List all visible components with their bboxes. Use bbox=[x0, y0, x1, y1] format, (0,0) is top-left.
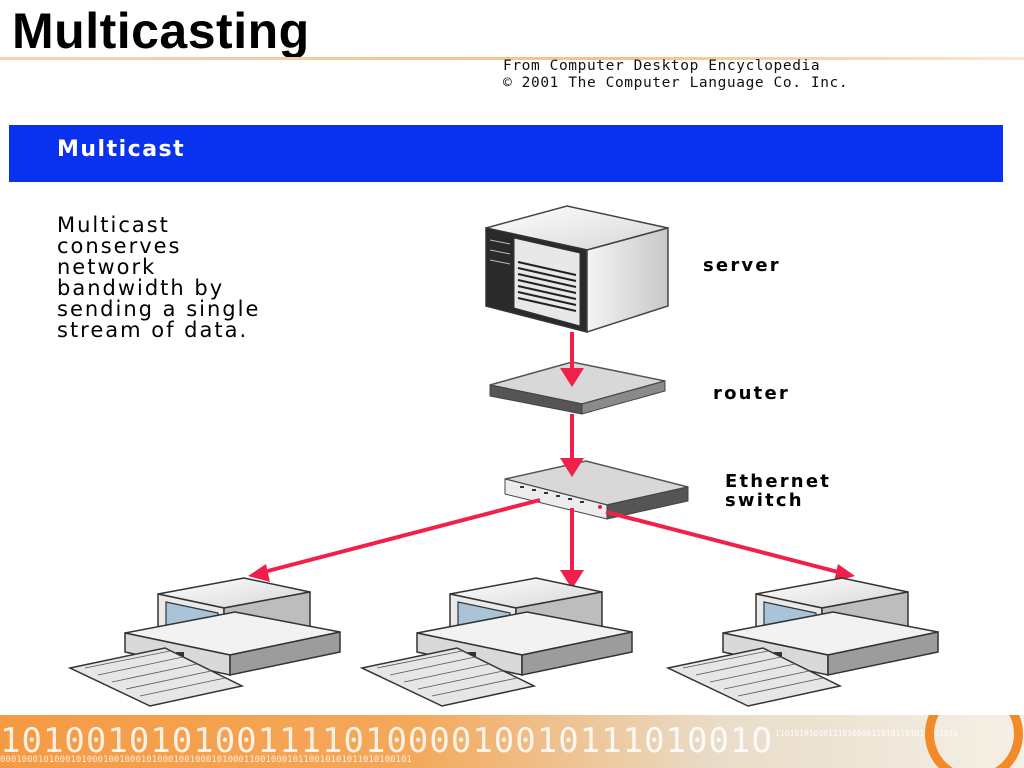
section-banner: Multicast bbox=[9, 125, 1003, 182]
switch-label-line-1: Ethernet bbox=[725, 471, 832, 492]
arrow-head bbox=[248, 564, 270, 582]
client-computer-icon bbox=[67, 577, 341, 707]
description-line: Multicast bbox=[57, 213, 170, 237]
credit-line-2: © 2001 The Computer Language Co. Inc. bbox=[503, 75, 849, 91]
description: Multicast conserves network bandwidth by… bbox=[57, 215, 387, 341]
client-computer-icon bbox=[665, 577, 939, 707]
title-rule bbox=[0, 57, 1024, 60]
client-computer-icon bbox=[359, 577, 633, 707]
server-icon bbox=[485, 205, 669, 334]
footer-ring-decoration bbox=[925, 715, 1023, 768]
credit: From Computer Desktop Encyclopedia © 200… bbox=[503, 58, 1023, 92]
arrow-head bbox=[560, 368, 584, 387]
banner-label: Multicast bbox=[57, 137, 186, 162]
arrow-head bbox=[834, 564, 855, 582]
network-diagram bbox=[67, 205, 939, 707]
switch-label: Ethernet switch bbox=[725, 472, 831, 510]
arrow-head bbox=[560, 570, 584, 589]
footer-binary-small: 11010101010111010000110101101010001010 bbox=[775, 729, 959, 738]
description-line: sending a single bbox=[57, 297, 261, 321]
description-line: stream of data. bbox=[57, 318, 249, 342]
footer-binary-text: 10100101010011110100001001011101001O bbox=[0, 721, 773, 761]
server-label: server bbox=[703, 255, 781, 276]
data-flow-arrows bbox=[248, 332, 855, 589]
footer-band: 10100101010011110100001001011101001O 110… bbox=[0, 715, 1024, 768]
switch-label-line-2: switch bbox=[725, 490, 804, 511]
router-label: router bbox=[713, 383, 790, 404]
router-icon bbox=[489, 361, 666, 415]
description-line: network bbox=[57, 255, 157, 279]
credit-line-1: From Computer Desktop Encyclopedia bbox=[503, 58, 821, 74]
arrow-head bbox=[560, 458, 584, 477]
description-line: bandwidth by bbox=[57, 276, 225, 300]
switch-icon bbox=[504, 460, 689, 520]
description-line: conserves bbox=[57, 234, 182, 258]
footer-binary-row: 0001000101000101000100100010100010010001… bbox=[0, 755, 412, 765]
slide-title: Multicasting bbox=[12, 3, 310, 59]
